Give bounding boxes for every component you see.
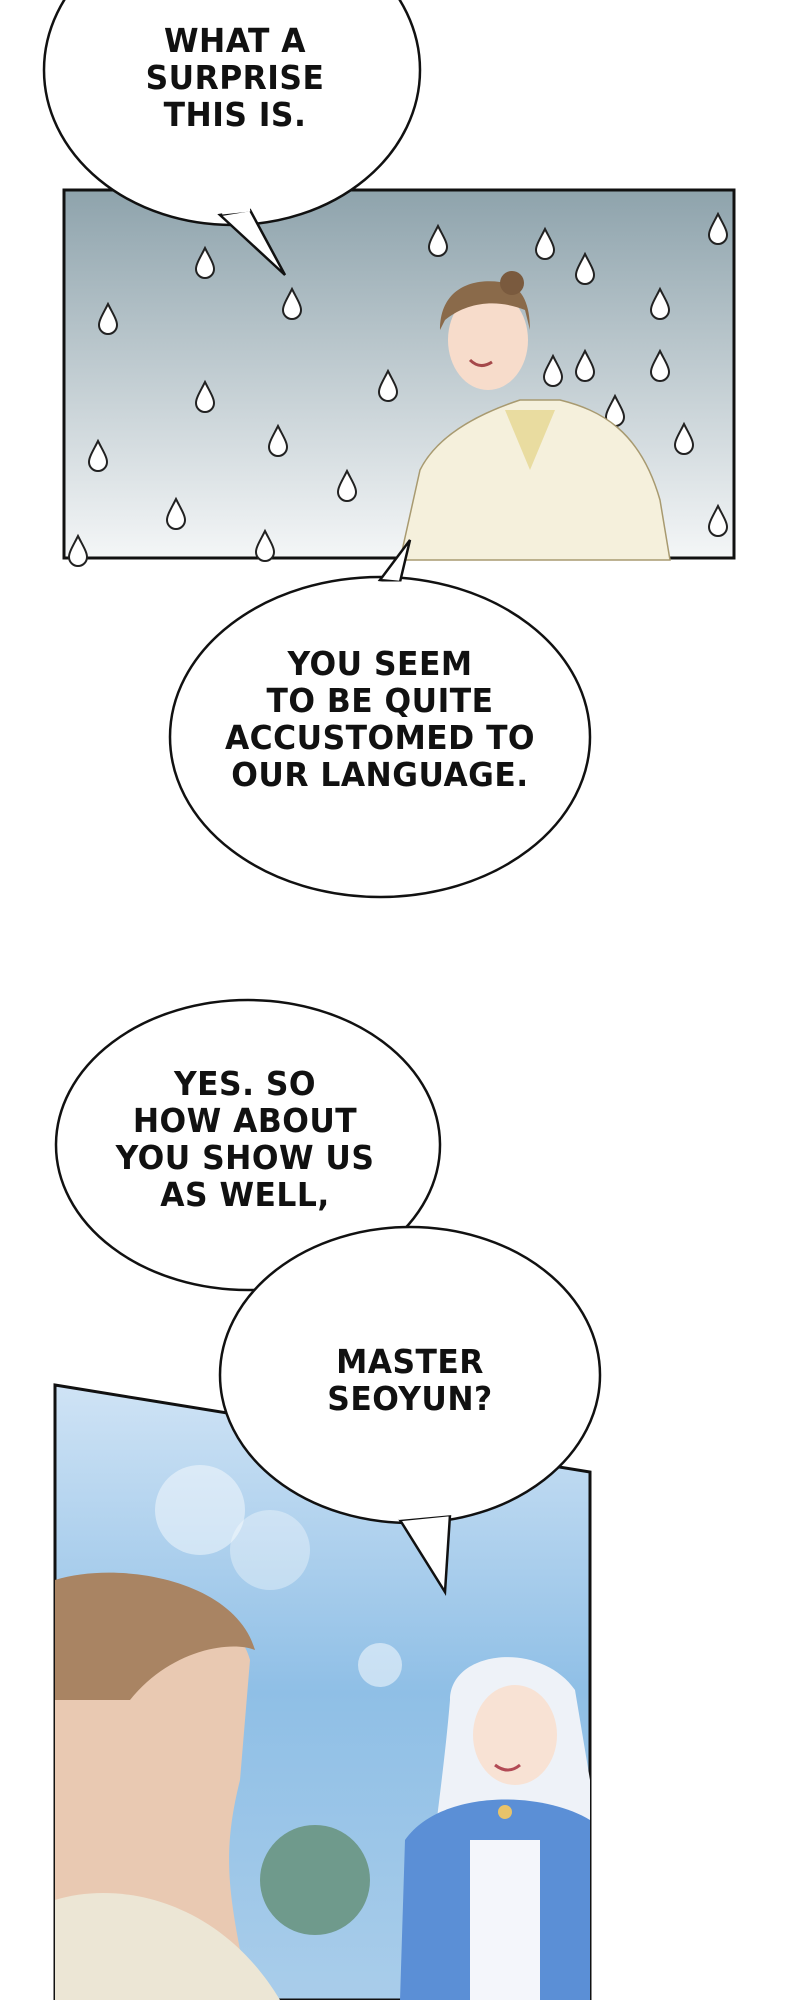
bubble-line: THIS IS. (163, 95, 307, 134)
bubble-line: ACCUSTOMED TO (224, 718, 536, 757)
speech-bubble-4-text: MASTER SEOYUN? (306, 1343, 515, 1417)
bubble-line: HOW ABOUT (132, 1101, 358, 1140)
panel-sky (53, 1383, 592, 2000)
bubble-line: WHAT A (163, 21, 307, 60)
woman-character (400, 1657, 590, 2000)
panel-rain (62, 188, 736, 567)
speech-bubble-3-shape (54, 998, 442, 1292)
bubble-line: YOU SHOW US (115, 1138, 375, 1177)
bubble-line: AS WELL, (160, 1175, 330, 1214)
speech-bubble-1-shape (42, 0, 422, 276)
bubble-line: SURPRISE (145, 58, 325, 97)
speech-bubble-3-text: YES. SO HOW ABOUT YOU SHOW US AS WELL, (98, 1065, 393, 1213)
bubble-line: OUR LANGUAGE. (231, 755, 529, 794)
bubble-line: YES. SO (173, 1064, 317, 1103)
speech-bubble-1-text: WHAT A SURPRISE THIS IS. (102, 22, 368, 133)
speech-bubble-2-shape (168, 539, 592, 899)
bubble-line: SEOYUN? (327, 1379, 493, 1418)
speech-bubble-2-text: YOU SEEM TO BE QUITE ACCUSTOMED TO OUR L… (209, 645, 551, 793)
speech-bubble-4-shape (218, 1225, 602, 1596)
bubble-line: TO BE QUITE (266, 681, 494, 720)
bubble-line: MASTER (336, 1342, 484, 1381)
man-character (399, 271, 671, 561)
man-back-view (55, 1572, 280, 2000)
bubble-line: YOU SEEM (287, 644, 473, 683)
